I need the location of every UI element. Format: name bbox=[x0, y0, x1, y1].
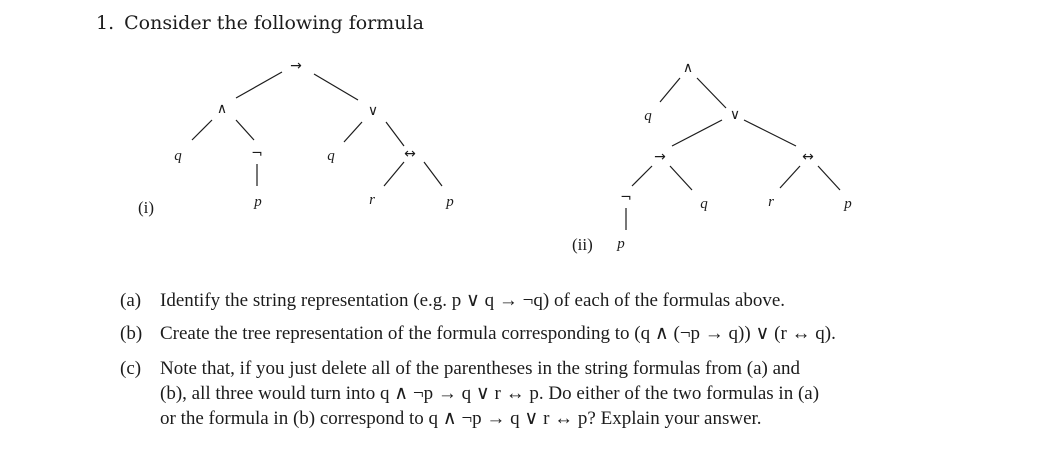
edge bbox=[313, 73, 359, 101]
tree-i-leaf-r: r bbox=[369, 192, 375, 208]
question-text: Note that, if you just delete all of the… bbox=[160, 356, 819, 431]
formula-trees: (i) → ∧ ∨ q ¬ p q ↔ r p (ii) ∧ bbox=[138, 58, 852, 254]
edge bbox=[235, 119, 255, 141]
edge bbox=[385, 121, 405, 147]
question-marker: (a) bbox=[120, 290, 142, 311]
edge bbox=[191, 119, 213, 141]
edge bbox=[669, 165, 693, 191]
edge bbox=[235, 71, 283, 99]
edge bbox=[671, 119, 723, 147]
tree-i: (i) → ∧ ∨ q ¬ p q ↔ r p bbox=[138, 58, 454, 217]
question-line: or the formula in (b) correspond to q ∧ … bbox=[160, 408, 762, 429]
edge bbox=[696, 77, 727, 109]
question-marker: (c) bbox=[120, 358, 142, 379]
tree-ii-label: (ii) bbox=[572, 235, 593, 254]
problem-title: Consider the following formula bbox=[124, 12, 424, 34]
tree-ii: (ii) ∧ q ∨ → ↔ ¬ q r p p bbox=[572, 60, 852, 254]
tree-i-label: (i) bbox=[138, 198, 154, 217]
tree-i-iff-node: ↔ bbox=[404, 146, 416, 162]
tree-ii-leaf-p: p bbox=[843, 196, 852, 212]
edge bbox=[383, 161, 405, 187]
question-text: Create the tree representation of the fo… bbox=[160, 323, 836, 344]
tree-i-leaf-q: q bbox=[327, 148, 335, 164]
tree-ii-root-and: ∧ bbox=[683, 60, 693, 76]
question-line: (b), all three would turn into q ∧ ¬p → … bbox=[160, 383, 820, 404]
tree-ii-leaf-q: q bbox=[644, 108, 652, 124]
question-c: (c) Note that, if you just delete all of… bbox=[120, 356, 1020, 436]
tree-ii-or-node: ∨ bbox=[730, 107, 740, 123]
problem-number: 1. bbox=[96, 12, 115, 34]
tree-i-leaf-q: q bbox=[174, 148, 182, 164]
tree-ii-iff-node: ↔ bbox=[802, 149, 814, 165]
tree-i-root-implies: → bbox=[290, 58, 302, 74]
tree-ii-neg-node: ¬ bbox=[620, 190, 632, 206]
question-marker: (b) bbox=[120, 323, 143, 344]
tree-ii-implies-node: → bbox=[654, 149, 666, 165]
edge bbox=[631, 165, 653, 187]
question-a: (a) Identify the string representation (… bbox=[120, 288, 1020, 314]
tree-i-and-node: ∧ bbox=[217, 101, 227, 117]
edge bbox=[743, 119, 797, 147]
edge bbox=[343, 121, 363, 143]
tree-ii-leaf-p: p bbox=[616, 236, 625, 252]
edge bbox=[817, 165, 841, 191]
edge bbox=[423, 161, 443, 187]
problem-heading: 1. Consider the following formula bbox=[96, 12, 424, 34]
edge bbox=[779, 165, 801, 189]
edge bbox=[659, 77, 681, 103]
tree-ii-leaf-r: r bbox=[768, 194, 774, 210]
question-b: (b) Create the tree representation of th… bbox=[120, 321, 1020, 347]
question-text: Identify the string representation (e.g.… bbox=[160, 290, 786, 311]
tree-i-leaf-p: p bbox=[445, 194, 454, 210]
tree-ii-leaf-q: q bbox=[700, 196, 708, 212]
tree-i-leaf-p: p bbox=[253, 194, 262, 210]
tree-i-neg-node: ¬ bbox=[251, 146, 263, 162]
tree-i-or-node: ∨ bbox=[368, 103, 378, 119]
question-line: Note that, if you just delete all of the… bbox=[160, 358, 801, 379]
